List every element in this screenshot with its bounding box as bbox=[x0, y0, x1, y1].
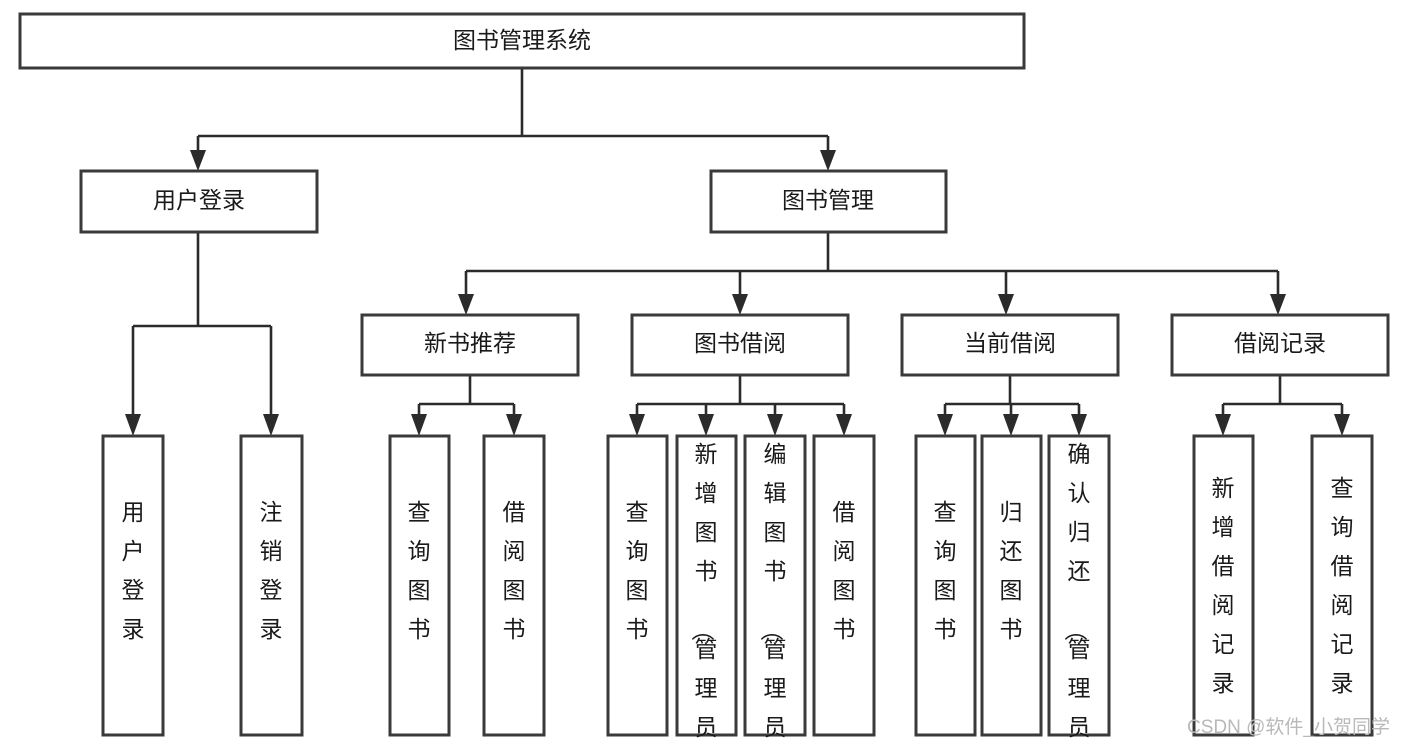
arrowhead-leaf-edit-book bbox=[767, 414, 783, 436]
node-leaf-query-book-2[interactable]: 查询图书 bbox=[606, 434, 669, 737]
node-leaf-query-book-1[interactable]: 查询图书 bbox=[388, 434, 451, 737]
node-book-borrow-box[interactable] bbox=[630, 313, 850, 377]
arrowhead-current-borrow bbox=[998, 294, 1014, 315]
arrowhead-leaf-query-book-2 bbox=[629, 414, 645, 436]
node-root-box[interactable] bbox=[18, 12, 1026, 70]
arrowhead-leaf-return-book bbox=[1003, 414, 1019, 436]
node-leaf-user-logout-label: 注销登录 bbox=[260, 499, 283, 642]
node-root-label: 图书管理系统 bbox=[453, 27, 591, 53]
node-current-borrow-label: 当前借阅 bbox=[964, 330, 1056, 356]
node-book-borrow-label: 图书借阅 bbox=[694, 330, 786, 356]
node-borrow-record[interactable]: 借阅记录 bbox=[1170, 313, 1390, 377]
node-leaf-return-book[interactable]: 归还图书 bbox=[980, 434, 1043, 737]
node-borrow-record-label: 借阅记录 bbox=[1234, 330, 1326, 356]
arrowhead-leaf-query-book-1 bbox=[411, 414, 427, 436]
arrowhead-book-borrow bbox=[732, 294, 748, 315]
arrowhead-leaf-user-login bbox=[125, 414, 141, 436]
node-leaf-borrow-book-2-label: 借阅图书 bbox=[833, 499, 856, 642]
node-leaf-borrow-book-1-label: 借阅图书 bbox=[503, 499, 526, 642]
node-leaf-query-book-1-box[interactable] bbox=[388, 434, 451, 737]
node-new-book-recommend[interactable]: 新书推荐 bbox=[360, 313, 580, 377]
node-leaf-borrow-book-1-box[interactable] bbox=[482, 434, 546, 737]
watermark-label: CSDN @软件_小贺同学 bbox=[1187, 716, 1390, 738]
node-leaf-confirm-return-box[interactable] bbox=[1047, 434, 1111, 737]
node-leaf-query-book-3-label: 查询图书 bbox=[934, 499, 957, 642]
node-leaf-user-login-label: 用户登录 bbox=[122, 499, 145, 642]
arrowhead-leaf-query-record bbox=[1334, 414, 1350, 436]
node-leaf-query-record[interactable]: 查询借阅记录 bbox=[1310, 434, 1374, 737]
node-leaf-add-book-box[interactable] bbox=[675, 434, 738, 737]
node-leaf-borrow-book-1[interactable]: 借阅图书 bbox=[482, 434, 546, 737]
node-leaf-query-book-2-label: 查询图书 bbox=[626, 499, 649, 642]
node-user-login-box[interactable] bbox=[79, 169, 319, 234]
node-leaf-query-record-box[interactable] bbox=[1310, 434, 1374, 737]
node-leaf-edit-book[interactable]: 编辑图书（管理员） bbox=[743, 434, 807, 747]
arrowhead-borrow-record bbox=[1270, 294, 1286, 315]
node-user-login[interactable]: 用户登录 bbox=[79, 169, 319, 234]
node-leaf-add-record-label: 新增借阅记录 bbox=[1212, 475, 1235, 696]
node-leaf-edit-book-box[interactable] bbox=[743, 434, 807, 737]
arrowhead-leaf-add-record bbox=[1215, 414, 1231, 436]
node-leaf-query-book-3[interactable]: 查询图书 bbox=[914, 434, 977, 737]
arrowhead-leaf-borrow-book-1 bbox=[506, 414, 522, 436]
arrowhead-leaf-borrow-book-2 bbox=[836, 414, 852, 436]
arrowhead-new-book-recommend bbox=[458, 294, 474, 315]
node-leaf-query-record-label: 查询借阅记录 bbox=[1331, 475, 1354, 696]
node-new-book-recommend-label: 新书推荐 bbox=[424, 330, 516, 356]
node-book-manage[interactable]: 图书管理 bbox=[709, 169, 948, 234]
node-leaf-add-book-label: 新增图书（管理员） bbox=[690, 441, 718, 747]
node-book-manage-label: 图书管理 bbox=[782, 187, 874, 213]
node-leaf-user-logout-box[interactable] bbox=[239, 434, 304, 737]
connector-layer bbox=[125, 68, 1350, 436]
arrowhead-user-login bbox=[190, 150, 206, 171]
node-current-borrow[interactable]: 当前借阅 bbox=[900, 313, 1120, 377]
node-leaf-edit-book-label: 编辑图书（管理员） bbox=[759, 441, 787, 747]
node-leaf-add-book[interactable]: 新增图书（管理员） bbox=[675, 434, 738, 747]
node-leaf-query-book-1-label: 查询图书 bbox=[408, 499, 431, 642]
node-leaf-borrow-book-2[interactable]: 借阅图书 bbox=[812, 434, 876, 737]
node-leaf-return-book-box[interactable] bbox=[980, 434, 1043, 737]
node-leaf-user-login[interactable]: 用户登录 bbox=[101, 434, 165, 737]
node-leaf-return-book-label: 归还图书 bbox=[1000, 499, 1023, 642]
node-leaf-query-book-3-box[interactable] bbox=[914, 434, 977, 737]
node-user-login-label: 用户登录 bbox=[153, 187, 245, 213]
node-book-manage-box[interactable] bbox=[709, 169, 948, 234]
arrowhead-leaf-confirm-return bbox=[1071, 414, 1087, 436]
arrowhead-leaf-query-book-3 bbox=[937, 414, 953, 436]
node-current-borrow-box[interactable] bbox=[900, 313, 1120, 377]
node-root[interactable]: 图书管理系统 bbox=[18, 12, 1026, 70]
arrowhead-book-manage bbox=[820, 150, 836, 171]
node-leaf-confirm-return[interactable]: 确认归还（管理员） bbox=[1047, 434, 1111, 747]
node-leaf-query-book-2-box[interactable] bbox=[606, 434, 669, 737]
node-borrow-record-box[interactable] bbox=[1170, 313, 1390, 377]
node-leaf-confirm-return-label: 确认归还（管理员） bbox=[1063, 441, 1091, 747]
arrowhead-leaf-add-book bbox=[698, 414, 714, 436]
node-leaf-user-login-box[interactable] bbox=[101, 434, 165, 737]
node-new-book-recommend-box[interactable] bbox=[360, 313, 580, 377]
arrowhead-leaf-user-logout bbox=[263, 414, 279, 436]
node-book-borrow[interactable]: 图书借阅 bbox=[630, 313, 850, 377]
node-leaf-borrow-book-2-box[interactable] bbox=[812, 434, 876, 737]
node-leaf-user-logout[interactable]: 注销登录 bbox=[239, 434, 304, 737]
node-leaf-add-record[interactable]: 新增借阅记录 bbox=[1192, 434, 1255, 737]
node-leaf-add-record-box[interactable] bbox=[1192, 434, 1255, 737]
